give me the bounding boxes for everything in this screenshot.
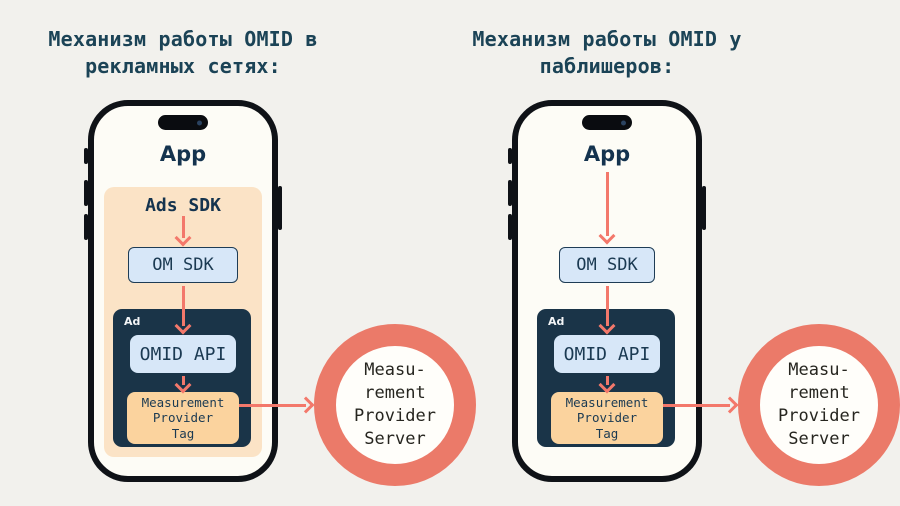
om-sdk-box: OM SDK xyxy=(559,247,655,283)
server-label: Measu- rement Provider Server xyxy=(354,359,436,451)
app-title: App xyxy=(159,142,207,166)
dynamic-island xyxy=(582,115,632,130)
tag-line-1: Measurement xyxy=(565,394,649,410)
title-line-1: Механизм работы OMID у xyxy=(472,27,742,51)
app-title: App xyxy=(583,142,631,166)
tag-line-2: Provider xyxy=(576,410,638,426)
server-line-1: Measu- xyxy=(788,360,850,380)
server-line-4: Server xyxy=(788,429,850,449)
measurement-provider-server-circle: Measu- rement Provider Server xyxy=(314,324,476,486)
ad-label: Ad xyxy=(548,315,565,328)
server-line-1: Measu- xyxy=(364,360,426,380)
omid-api-box: OMID API xyxy=(130,335,236,373)
measurement-provider-server-circle: Measu- rement Provider Server xyxy=(738,324,900,486)
measurement-provider-tag-box: Measurement Provider Tag xyxy=(551,392,663,444)
title-line-2: рекламных сетях: xyxy=(85,54,281,78)
om-sdk-box: OM SDK xyxy=(128,247,238,283)
phone-mute-switch xyxy=(84,148,88,164)
title-line-1: Механизм работы OMID в xyxy=(48,27,318,51)
diagram-title: Механизм работы OMID в рекламных сетях: xyxy=(33,26,333,80)
measurement-provider-tag-box: Measurement Provider Tag xyxy=(127,392,239,444)
tag-line-1: Measurement xyxy=(141,394,225,410)
phone-volume-up-button xyxy=(508,180,512,206)
server-line-2: rement xyxy=(788,383,850,403)
omid-api-box: OMID API xyxy=(554,335,660,373)
camera-dot-icon xyxy=(197,120,202,125)
phone-volume-down-button xyxy=(508,214,512,240)
server-line-2: rement xyxy=(364,383,426,403)
tag-line-3: Tag xyxy=(595,425,619,441)
phone-volume-up-button xyxy=(84,180,88,206)
phone-volume-down-button xyxy=(84,214,88,240)
diagram-title: Механизм работы OMID у паблишеров: xyxy=(457,26,757,80)
phone-power-button xyxy=(702,186,706,230)
camera-dot-icon xyxy=(621,120,626,125)
diagram-omid-publishers: Механизм работы OMID у паблишеров: App O… xyxy=(424,0,900,506)
dynamic-island xyxy=(158,115,208,130)
diagram-omid-ad-networks: Механизм работы OMID в рекламных сетях: … xyxy=(33,26,476,486)
server-line-3: Provider xyxy=(354,406,436,426)
server-line-3: Provider xyxy=(778,406,860,426)
phone-mute-switch xyxy=(508,148,512,164)
phone-power-button xyxy=(278,186,282,230)
ads-sdk-label: Ads SDK xyxy=(145,195,221,216)
server-line-4: Server xyxy=(364,429,426,449)
ad-label: Ad xyxy=(124,315,141,328)
server-label: Measu- rement Provider Server xyxy=(778,359,860,451)
tag-line-3: Tag xyxy=(171,425,195,441)
tag-line-2: Provider xyxy=(152,410,214,426)
title-line-2: паблишеров: xyxy=(539,54,675,78)
